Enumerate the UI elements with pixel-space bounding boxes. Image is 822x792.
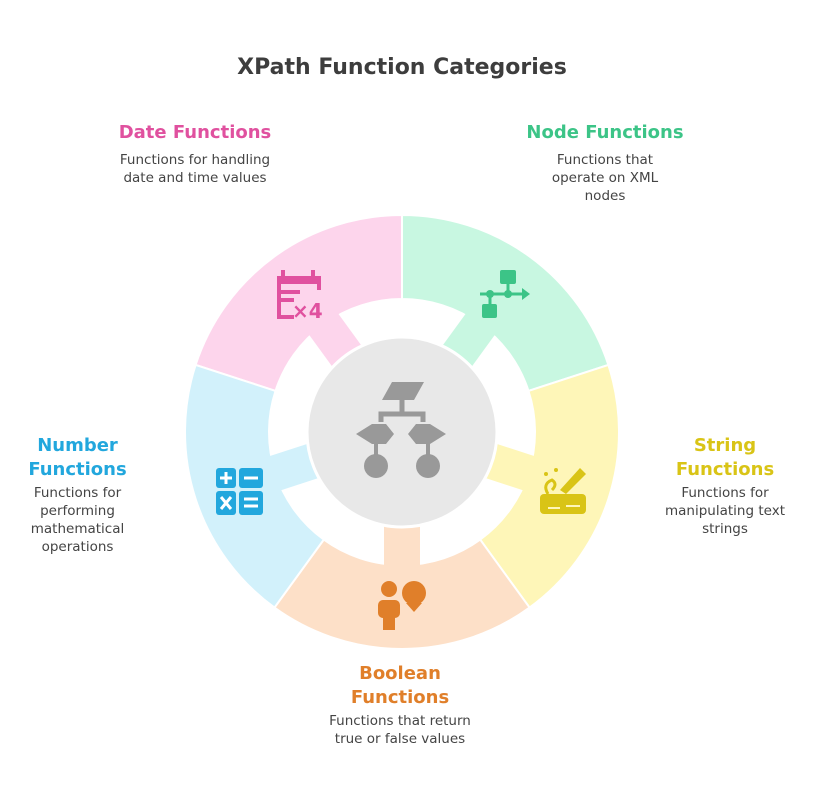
label-date: Date Functions Functions for handling da…	[100, 121, 290, 187]
svg-text:×4: ×4	[292, 299, 323, 323]
connector-number	[268, 442, 322, 491]
label-number: Number Functions Functions for performin…	[20, 434, 135, 556]
calendar-icon: ×4	[277, 270, 323, 323]
number-desc: Functions for performing mathematical op…	[30, 485, 125, 555]
node-desc: Functions that operate on XML nodes	[551, 152, 659, 204]
decision-tree-icon	[356, 382, 446, 478]
segment-node	[401, 213, 610, 393]
label-node: Node Functions Functions that operate on…	[515, 121, 695, 205]
connector-date	[308, 312, 364, 370]
boolean-desc: Functions that return true or false valu…	[329, 713, 471, 747]
label-boolean: Boolean Functions Functions that return …	[315, 662, 485, 748]
segment-string	[478, 363, 620, 609]
segment-boolean	[273, 538, 531, 650]
connector-string	[482, 442, 536, 491]
text-edit-icon	[540, 468, 586, 514]
diagram-title: XPath Function Categories	[237, 55, 567, 80]
calculator-icon	[216, 468, 263, 515]
person-idea-icon	[378, 581, 426, 630]
date-desc: Functions for handling date and time val…	[119, 152, 271, 186]
date-heading: Date Functions	[118, 122, 272, 143]
flowchart-nodes-icon	[480, 270, 530, 318]
number-heading: Number Functions	[28, 435, 127, 480]
node-heading: Node Functions	[526, 122, 684, 143]
segment-date	[194, 213, 403, 393]
center-circle	[305, 335, 499, 529]
boolean-heading: Boolean Functions	[350, 663, 450, 708]
connector-node	[440, 312, 496, 370]
string-heading: String Functions	[675, 435, 775, 480]
label-string: String Functions Functions for manipulat…	[655, 434, 795, 538]
string-desc: Functions for manipulating text strings	[665, 485, 785, 537]
